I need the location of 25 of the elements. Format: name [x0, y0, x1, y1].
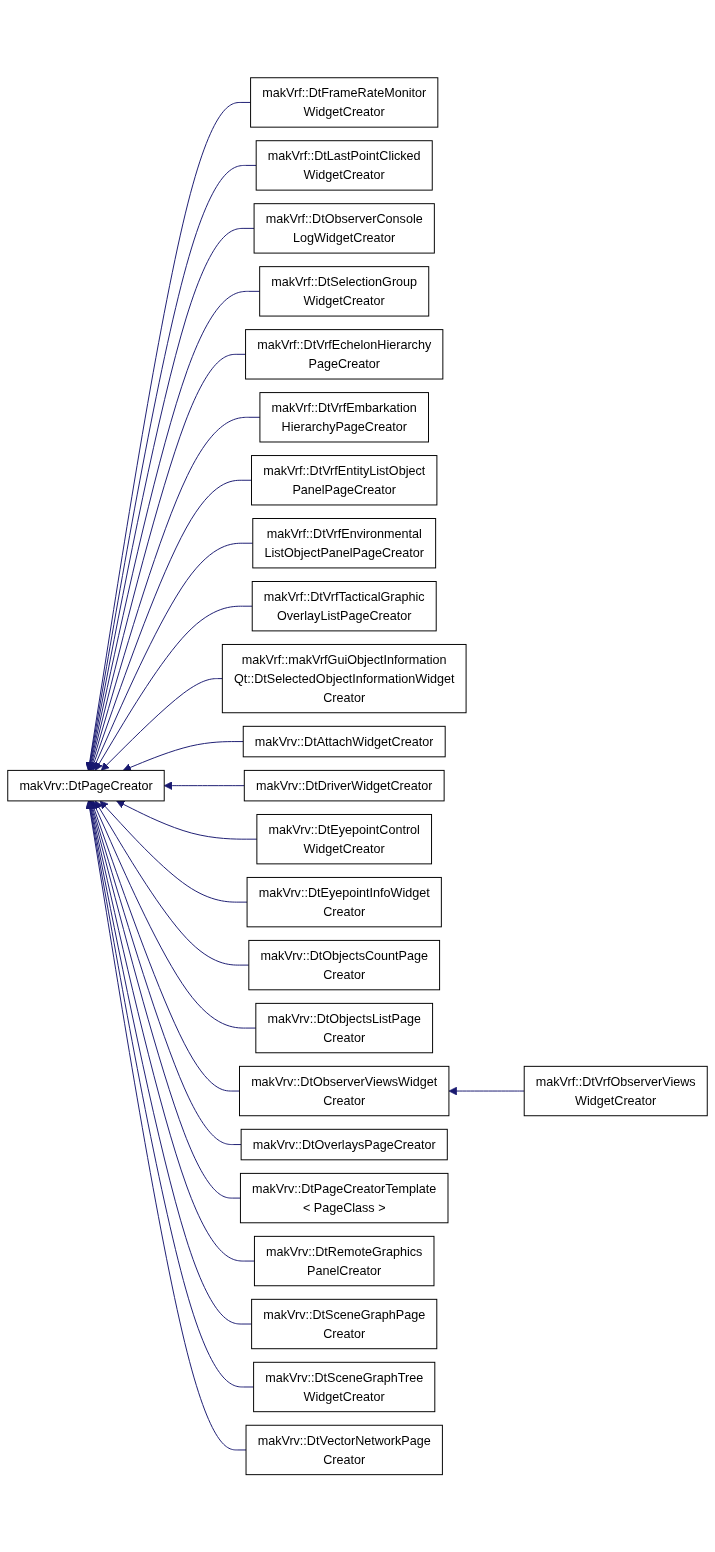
node-box: makVrf::DtVrfEchelonHierarchy PageCreator: [245, 328, 444, 380]
node-box: makVrv::DtObjectsCountPage Creator: [248, 939, 441, 991]
node-box: makVrf::DtVrfEmbarkation HierarchyPageCreator: [259, 391, 429, 443]
node-box: makVrv::DtObjectsListPage Creator: [255, 1002, 434, 1054]
node-box: makVrf::DtVrfEntityListObject PanelPageCreator: [251, 454, 438, 506]
node-box: makVrf::DtLastPointClicked WidgetCreator: [255, 140, 433, 191]
node-box: makVrv::DtVectorNetworkPage Creator: [245, 1424, 443, 1475]
node-box: makVrv::DtPageCreatorTemplate < PageClass >: [239, 1172, 449, 1224]
node-box: makVrv::DtSceneGraphTree WidgetCreator: [253, 1361, 436, 1412]
node-box: makVrf::DtSelectionGroup WidgetCreator: [259, 265, 430, 317]
node-box: makVrv::DtAttachWidgetCreator: [242, 725, 446, 758]
node-box: makVrf::DtObserverConsole LogWidgetCreator: [253, 203, 435, 254]
node-box: makVrv::DtDriverWidgetCreator: [243, 769, 445, 802]
node-box: makVrv::DtObserverViewsWidget Creator: [239, 1065, 450, 1117]
node-box: makVrf::DtFrameRateMonitor WidgetCreator: [250, 77, 439, 128]
node-box: makVrv::DtPageCreator: [7, 769, 165, 802]
node-box: makVrv::DtRemoteGraphics PanelCreator: [253, 1235, 435, 1287]
node-box: makVrf::DtVrfObserverViews WidgetCreator: [523, 1065, 708, 1117]
node-box: makVrv::DtEyepointControl WidgetCreator: [256, 813, 433, 865]
node-box: makVrv::DtEyepointInfoWidget Creator: [246, 876, 442, 928]
node-box: makVrv::DtOverlaysPageCreator: [240, 1128, 448, 1161]
node-box: makVrf::DtVrfEnvironmental ListObjectPanelPageCreator: [252, 517, 437, 569]
node-box: makVrv::DtSceneGraphPage Creator: [251, 1298, 438, 1349]
node-box: makVrf::makVrfGuiObjectInformation Qt::DtSelectedObjectInformationWidget Creator: [221, 643, 467, 714]
node-box: makVrf::DtVrfTacticalGraphic OverlayListPageCreator: [251, 580, 437, 632]
